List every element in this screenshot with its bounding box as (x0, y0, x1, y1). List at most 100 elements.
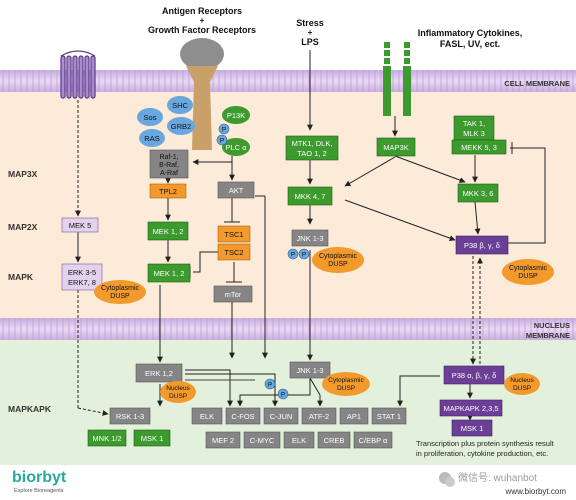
node-elk-a-label: ELK (200, 412, 214, 421)
node-cyto-dusp-1-label-1: Cytoplasmic (101, 285, 140, 292)
node-cjun (263, 407, 299, 425)
node-raf (149, 149, 189, 179)
node-cyto-dusp-2 (312, 247, 364, 273)
node-akt-label: AKT (229, 186, 244, 195)
node-sos (137, 108, 163, 126)
svg-text:微信号: wuhanbot: 微信号: wuhanbot (458, 471, 537, 484)
cell-membrane (0, 70, 576, 92)
node-erk35-label-1: ERK 3-5 (68, 268, 96, 277)
node-tak-label-1: TAK 1, (463, 119, 485, 128)
node-sos-label: Sos (144, 113, 157, 122)
node-cfos-label: C-FOS (231, 412, 254, 421)
node-rsk13-label: RSK 1-3 (116, 412, 144, 421)
antigen-label-2: + (200, 16, 205, 25)
nucleus-membrane (0, 318, 576, 340)
node-tpl2 (149, 183, 187, 199)
footer-url: www.biorbyt.com (505, 487, 567, 496)
node-cyto-dusp-4-label-1: Cytoplasmic (328, 377, 364, 384)
node-p38-nucleus (443, 365, 505, 385)
node-mkk47-label: MKK 4, 7 (295, 192, 326, 201)
node-jnk13 (291, 229, 329, 247)
node-creb (317, 431, 351, 449)
node-raf-label-2: B-Raf, (159, 162, 179, 169)
node-rsk13 (109, 407, 151, 425)
svg-text:P: P (220, 138, 224, 145)
phospho-labels: P P P P P P (220, 127, 306, 399)
node-ap1-label: AP1 (347, 412, 361, 421)
node-mek5 (61, 217, 99, 233)
node-mkk47 (287, 186, 333, 206)
node-mekk53 (451, 139, 507, 155)
node-cyto-dusp-2-label-1: Cytoplasmic (319, 253, 358, 260)
svg-text:Explore Bioreagents: Explore Bioreagents (14, 488, 64, 494)
node-plc (222, 138, 250, 156)
node-stat1 (371, 407, 407, 425)
node-mek5-label: MEK 5 (69, 221, 92, 230)
node-grb2-label: GRB2 (171, 122, 191, 131)
node-mtor (213, 285, 253, 303)
node-msk1-a-label: MSK 1 (141, 434, 164, 443)
node-jnk13-nucleus-label: JNK 1-3 (296, 366, 323, 375)
cytokine-receptor (383, 42, 411, 116)
node-mtk-label-1: MTK1, DLK, (292, 139, 333, 148)
node-raf-label-3: A-Raf (160, 170, 178, 177)
node-pi3k (222, 106, 250, 124)
node-mek12-a (147, 221, 189, 241)
node-grb2 (167, 117, 195, 135)
node-nucleus-dusp-2-label-1: Nucleus (510, 377, 534, 384)
node-tpl2-label: TPL2 (159, 187, 177, 196)
level-map2k: MAP2X (8, 222, 38, 232)
node-shc-label: SHC (172, 101, 188, 110)
node-mnk12-label: MNK 1/2 (92, 434, 121, 443)
node-mapkapk235-label: MAPKAPK 2,3,5 (443, 404, 498, 413)
wechat-watermark: 微信号: wuhanbot (439, 471, 537, 487)
node-mek12-b (147, 263, 191, 283)
antigen-label-1: Antigen Receptors (162, 6, 242, 16)
node-jnk13-nucleus (289, 361, 331, 379)
node-cyto-dusp-3-label-2: DUSP (518, 273, 538, 280)
node-cyto-dusp-2-label-2: DUSP (328, 261, 348, 268)
svg-text:P: P (281, 392, 285, 399)
antigen-label-3: Growth Factor Receptors (148, 25, 256, 35)
node-tsc2-label: TSC2 (224, 248, 243, 257)
node-tak-label-2: MLK 3 (463, 129, 485, 138)
node-cmyc (243, 431, 281, 449)
node-cebp-label: C/EBP α (359, 436, 388, 445)
node-atf2 (301, 407, 337, 425)
level-map3k: MAP3X (8, 169, 38, 179)
footer-region (0, 465, 576, 500)
node-mkk36-label: MKK 3, 6 (463, 189, 494, 198)
biorbyt-logo: biorbyt Explore Bioreagents (12, 469, 67, 494)
node-tsc1 (217, 225, 251, 243)
gpcr-receptor (60, 50, 96, 99)
node-msk1-a (133, 429, 171, 447)
node-mtk (285, 135, 339, 161)
node-mekk53-label: MEKK 5, 3 (461, 143, 497, 152)
footer-note-1: Transcription plus protein synthesis res… (416, 439, 555, 448)
node-pi3k-label: P13K (227, 111, 245, 120)
level-mapkapk: MAPKAPK (8, 404, 52, 414)
node-jnk13-label: JNK 1-3 (296, 234, 323, 243)
inflam-label-1: Inflammatory Cytokines, (418, 28, 523, 38)
phospho-badges (216, 123, 310, 400)
node-mkk36 (457, 183, 499, 203)
node-creb-label: CREB (324, 436, 345, 445)
svg-text:P: P (268, 382, 272, 389)
node-ras (139, 129, 165, 147)
node-cyto-dusp-1-label-2: DUSP (110, 293, 130, 300)
node-cmyc-label: C-MYC (250, 436, 275, 445)
node-nucleus-dusp-1 (160, 381, 196, 403)
node-cyto-dusp-3-label-1: Cytoplasmic (509, 265, 548, 272)
node-tsc1-label: TSC1 (224, 230, 243, 239)
node-elk-b-label: ELK (292, 436, 306, 445)
svg-text:P: P (302, 252, 306, 259)
node-atf2-label: ATF-2 (309, 412, 329, 421)
node-tak (453, 115, 495, 141)
node-mtor-label: mTor (225, 290, 242, 299)
svg-text:P: P (291, 252, 295, 259)
node-msk1-b-label: MSK 1 (461, 424, 484, 433)
svg-text:biorbyt: biorbyt (12, 469, 67, 486)
node-cyto-dusp-4 (322, 372, 370, 396)
node-mapkapk235 (439, 399, 503, 417)
node-mek12-b-label: MEK 1, 2 (154, 269, 185, 278)
